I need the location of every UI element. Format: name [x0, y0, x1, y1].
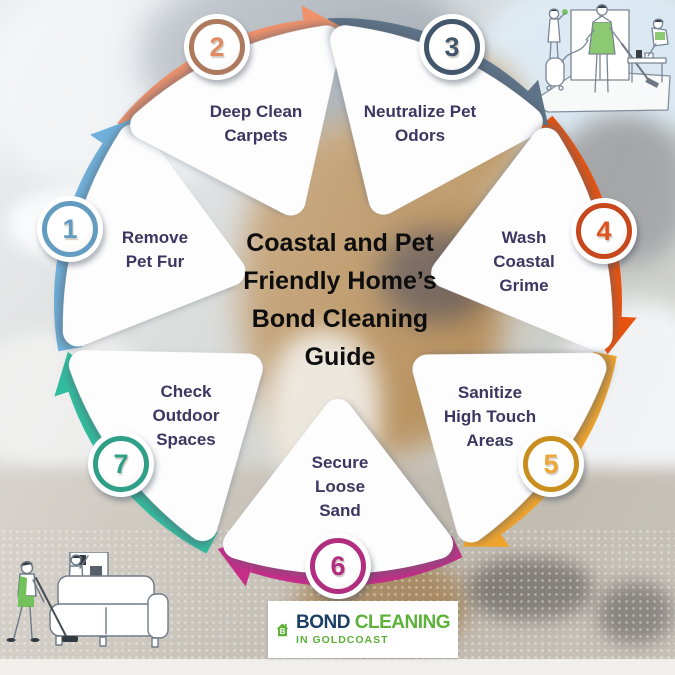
title-line-4: Guide — [304, 343, 376, 371]
label-step-3: Neutralize Pet Odors — [363, 101, 477, 145]
badge-ring: 6 — [310, 538, 366, 594]
badge-number: 3 — [444, 31, 460, 62]
title-line-1: Coastal and Pet — [246, 229, 434, 257]
badge-ring: 1 — [42, 201, 98, 257]
badge-step-6: 6 — [305, 533, 371, 599]
house-icon: B — [276, 622, 289, 636]
label-step-4: Wash Coastal Grime — [493, 227, 555, 296]
badge-number: 2 — [209, 31, 225, 62]
badge-number: 1 — [62, 213, 78, 244]
label-step-1: Remove Pet Fur — [121, 227, 189, 271]
cleaning-crew-illustration — [529, 4, 671, 113]
badge-ring: 2 — [189, 19, 245, 75]
label-step-7: Check Outdoor Spaces — [152, 381, 220, 450]
badge-step-1: 1 — [37, 196, 103, 262]
title-line-3: Bond Cleaning — [251, 305, 429, 333]
logo-tagline: IN GOLDCOAST — [296, 634, 389, 647]
badge-ring: 4 — [576, 203, 632, 259]
badge-ring: 3 — [424, 19, 480, 75]
badge-step-3: 3 — [419, 14, 485, 80]
badge-number: 6 — [330, 550, 346, 581]
bg-bottom-strip — [0, 659, 675, 675]
badge-step-7: 7 — [88, 431, 154, 497]
badge-step-2: 2 — [184, 14, 250, 80]
label-step-2: Deep Clean Carpets — [209, 101, 303, 145]
label-step-6: Secure Loose Sand — [311, 452, 369, 521]
badge-number: 5 — [543, 448, 559, 479]
vacuum-cleaning-illustration — [6, 552, 169, 648]
page-title: Coastal and Pet Friendly Home’s Bond Cle… — [215, 224, 465, 376]
logo-word-cleaning: CLEANING — [354, 612, 451, 634]
label-step-5: Sanitize High Touch Areas — [443, 382, 537, 451]
badge-number: 4 — [596, 215, 612, 246]
logo-letter: B — [280, 626, 286, 635]
bond-cleaning-logo: B BOND CLEANING IN GOLDCOAST — [268, 601, 458, 658]
badge-ring: 7 — [93, 436, 149, 492]
badge-ring: 5 — [523, 436, 579, 492]
title-line-2: Friendly Home’s — [243, 267, 437, 295]
logo-text: BOND CLEANING IN GOLDCOAST — [296, 613, 450, 646]
badge-step-4: 4 — [571, 198, 637, 264]
badge-number: 7 — [113, 448, 129, 479]
badge-step-5: 5 — [518, 431, 584, 497]
logo-word-bond: BOND — [296, 612, 350, 634]
